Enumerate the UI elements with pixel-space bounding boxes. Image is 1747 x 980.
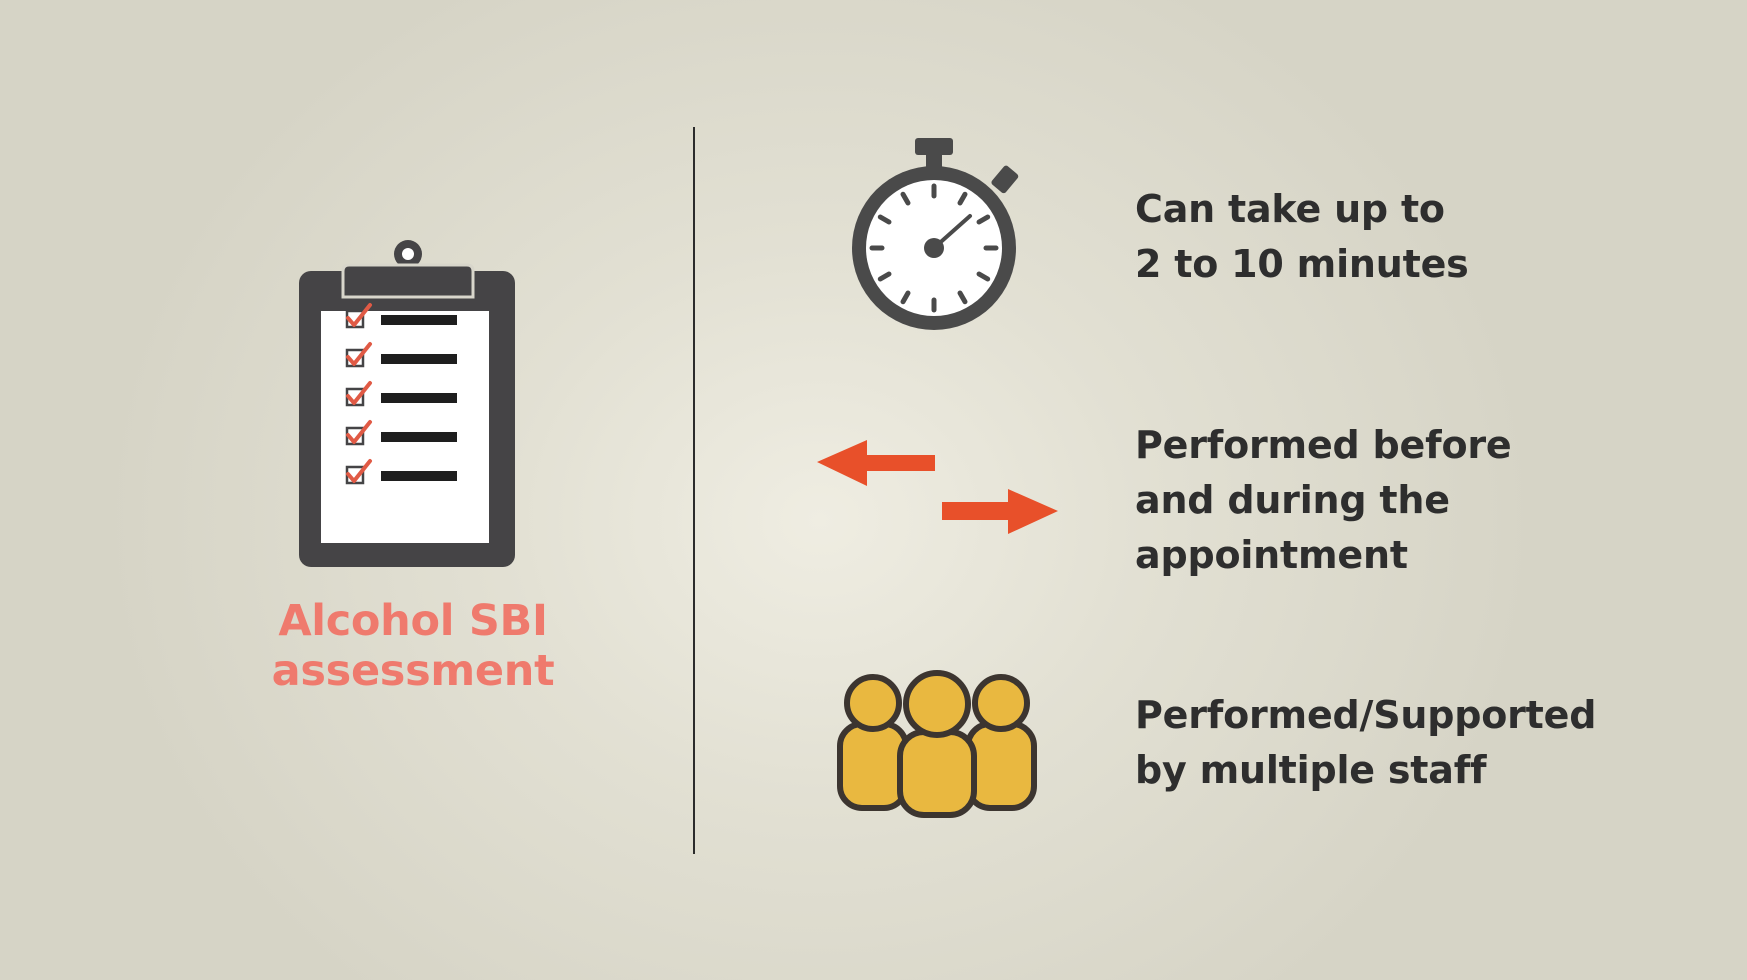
checkmark-icon <box>346 381 372 405</box>
feature-line: Performed/Supported <box>1135 693 1597 737</box>
stopwatch-tick <box>957 290 968 305</box>
feature-text-timing: Performed before and during the appointm… <box>1135 418 1512 583</box>
checklist-line <box>381 432 457 442</box>
stopwatch-tick <box>976 214 991 225</box>
stopwatch-tick <box>900 191 911 206</box>
vertical-divider <box>693 127 695 854</box>
stopwatch-tick <box>957 191 968 206</box>
left-title: Alcohol SBI assessment <box>180 596 646 696</box>
feature-text-duration: Can take up to 2 to 10 minutes <box>1135 182 1469 292</box>
feature-line: Can take up to <box>1135 187 1445 231</box>
checklist-line <box>381 354 457 364</box>
feature-line: by multiple staff <box>1135 748 1487 792</box>
left-title-line-1: Alcohol SBI <box>278 596 548 646</box>
stopwatch-tick <box>900 290 911 305</box>
checkmark-icon <box>346 303 372 327</box>
feature-text-staff: Performed/Supported by multiple staff <box>1135 688 1596 798</box>
checkmark-icon <box>346 420 372 444</box>
feature-line: 2 to 10 minutes <box>1135 242 1469 286</box>
checkmark-icon <box>346 342 372 366</box>
checkmark-icon <box>346 459 372 483</box>
feature-line: Performed before <box>1135 423 1512 467</box>
stopwatch-tick <box>877 214 892 225</box>
feature-line: and during the <box>1135 478 1450 522</box>
checklist-line <box>381 393 457 403</box>
left-title-line-2: assessment <box>271 646 555 696</box>
stopwatch-icon <box>852 138 1019 330</box>
stopwatch-tick <box>877 271 892 282</box>
stopwatch-tick <box>976 271 991 282</box>
checklist-line <box>381 471 457 481</box>
feature-line: appointment <box>1135 533 1408 577</box>
checklist-line <box>381 315 457 325</box>
group-people-icon <box>837 670 1037 818</box>
clipboard-checklist-icon <box>299 240 515 567</box>
bidirectional-arrows-icon <box>817 440 1058 534</box>
